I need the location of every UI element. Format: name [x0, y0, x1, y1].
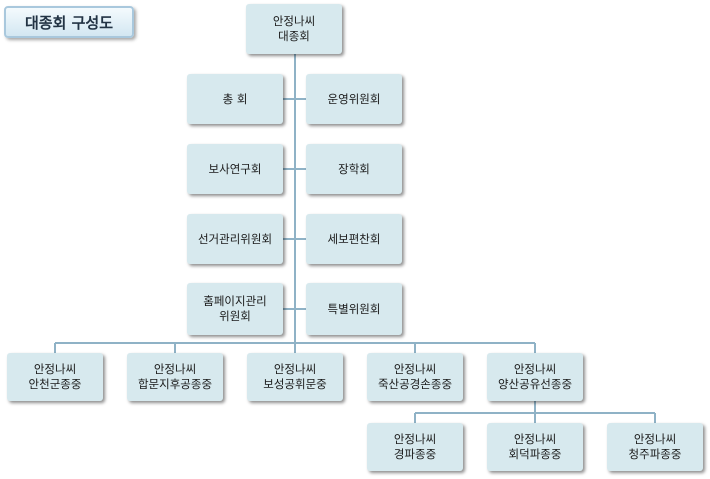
- right-node-label: 운영위원회: [327, 91, 381, 106]
- clan-node-3: 안정나씨 보성공휘문중: [247, 353, 343, 401]
- right-node-label: 특별위원회: [327, 301, 381, 316]
- clan-line2: 양산공유선종중: [497, 377, 573, 391]
- right-node-scholarship: 장학회: [306, 144, 402, 194]
- subclan-node-1: 안정나씨 경파종중: [367, 423, 463, 471]
- clan-line2: 합문지후공종중: [137, 377, 213, 391]
- clan-line1: 안정나씨: [393, 362, 437, 376]
- left-node-label: 총 회: [222, 91, 248, 106]
- root-line1: 안정나씨: [272, 14, 316, 28]
- subclan-node-3: 안정나씨 청주파종중: [607, 423, 703, 471]
- left-node-homepage-committee: 홈페이지관리 위원회: [187, 283, 283, 335]
- left-node-research-society: 보사연구회: [187, 144, 283, 194]
- subclan-line2: 회덕파종중: [508, 447, 562, 461]
- clan-line2: 보성공휘문중: [263, 377, 327, 391]
- clan-node-4: 안정나씨 죽산공경손종중: [367, 353, 463, 401]
- page-title: 대종회 구성도: [4, 6, 134, 38]
- subclan-line1: 안정나씨: [513, 432, 557, 446]
- root-line2: 대종회: [278, 29, 310, 43]
- clan-node-2: 안정나씨 합문지후공종중: [127, 353, 223, 401]
- clan-line1: 안정나씨: [513, 362, 557, 376]
- left-node-general-assembly: 총 회: [187, 74, 283, 124]
- left-node-label: 선거관리위원회: [197, 231, 273, 246]
- right-node-steering-committee: 운영위원회: [306, 74, 402, 124]
- clan-line1: 안정나씨: [273, 362, 317, 376]
- left-node-label: 보사연구회: [208, 161, 262, 176]
- right-node-label: 세보편찬회: [327, 231, 381, 246]
- left-node-election-committee: 선거관리위원회: [187, 214, 283, 264]
- subclan-line2: 청주파종중: [628, 447, 682, 461]
- clan-line1: 안정나씨: [153, 362, 197, 376]
- clan-line1: 안정나씨: [33, 362, 77, 376]
- subclan-line1: 안정나씨: [633, 432, 677, 446]
- subclan-node-2: 안정나씨 회덕파종중: [487, 423, 583, 471]
- clan-node-5: 안정나씨 양산공유선종중: [487, 353, 583, 401]
- root-node: 안정나씨 대종회: [246, 4, 342, 54]
- right-node-genealogy-editing: 세보편찬회: [306, 214, 402, 264]
- left-node-label: 홈페이지관리 위원회: [203, 294, 267, 323]
- right-node-label: 장학회: [338, 161, 370, 176]
- subclan-line2: 경파종중: [393, 447, 437, 461]
- subclan-line1: 안정나씨: [393, 432, 437, 446]
- right-node-special-committee: 특별위원회: [306, 283, 402, 335]
- clan-node-1: 안정나씨 안천군종중: [7, 353, 103, 401]
- clan-line2: 안천군종중: [28, 377, 82, 391]
- clan-line2: 죽산공경손종중: [377, 377, 453, 391]
